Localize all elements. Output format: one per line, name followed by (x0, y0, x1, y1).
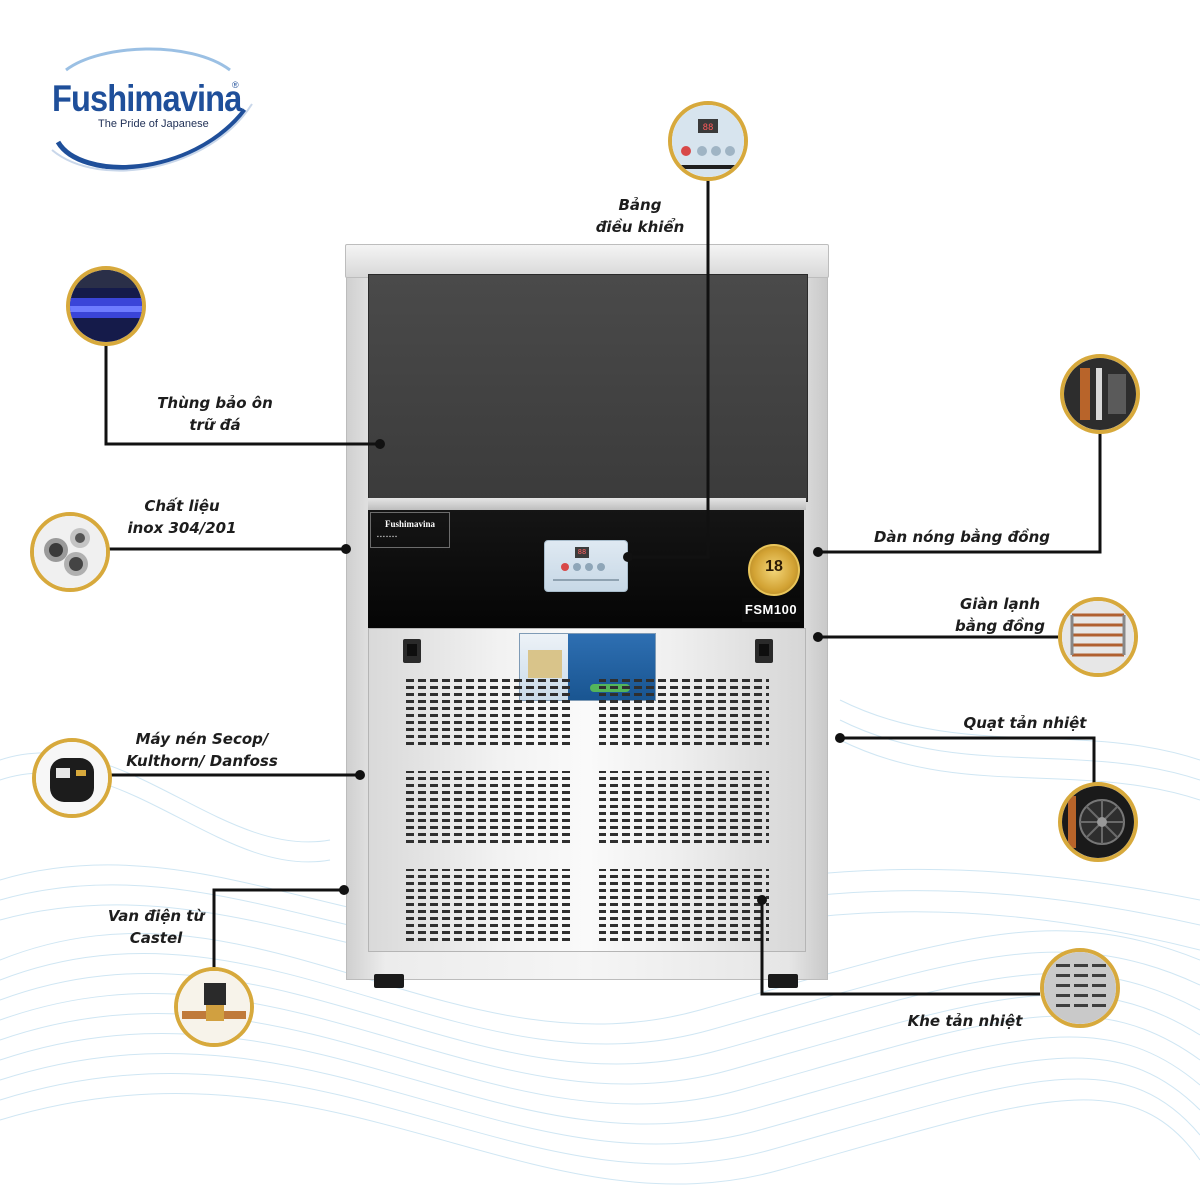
label-evaporator-line1: Giàn lạnh (959, 595, 1041, 613)
fan-thumb-icon (1058, 782, 1138, 862)
logo-tagline: The Pride of Japanese (98, 118, 209, 130)
label-storage-bin-line2: trữ đá (189, 416, 241, 434)
compressor-thumb-icon (32, 738, 112, 818)
control-panel[interactable]: 88 (544, 540, 628, 592)
label-fan: Quạt tản nhiệt (950, 712, 1100, 734)
door-lip (368, 498, 806, 510)
svg-text:88: 88 (703, 123, 714, 133)
right-handle[interactable] (755, 639, 773, 663)
condenser-thumb-icon (1060, 354, 1140, 434)
logo-wordmark: Fushimavina (52, 78, 242, 119)
model-plate: FSM100 (742, 598, 800, 622)
label-vents: Khe tản nhiệt (890, 1010, 1040, 1032)
power-button[interactable] (561, 563, 569, 571)
evaporator-thumb-icon (1058, 597, 1138, 677)
warranty-months: 18 (765, 558, 783, 575)
front-grille-panel (368, 628, 806, 952)
label-valve: Van điện từ Castel (96, 905, 216, 949)
vent-slots (405, 675, 769, 941)
label-condenser-line1: Dàn nóng bằng đồng (873, 528, 1051, 546)
logo-registered-mark: ® (232, 80, 239, 90)
control-caption-line (553, 579, 619, 581)
warranty-badge: 18 (748, 544, 800, 596)
valve-thumb-icon (174, 967, 254, 1047)
up-button[interactable] (585, 563, 593, 571)
sticker-image-icon (528, 650, 562, 678)
label-material-line1: Chất liệu (144, 497, 220, 515)
label-control-panel-line2: điều khiển (595, 218, 685, 236)
label-storage-bin: Thùng bảo ôn trữ đá (140, 392, 290, 436)
vents-thumb-icon (1040, 948, 1120, 1028)
storage-bin-door (368, 274, 808, 502)
label-valve-line2: Castel (129, 929, 183, 947)
steel-pipes-thumb-icon (30, 512, 110, 592)
label-material-line2: inox 304/201 (127, 519, 237, 537)
left-handle[interactable] (403, 639, 421, 663)
logo-swoosh-icon (51, 47, 253, 172)
panel-brand-plate: Fushimavina ▪ ▪ ▪ ▪ ▪ ▪ ▪ (370, 512, 450, 548)
foot-left (374, 974, 404, 988)
foot-right (768, 974, 798, 988)
label-storage-bin-line1: Thùng bảo ôn (157, 394, 273, 412)
label-evaporator-line2: bằng đồng (955, 617, 1045, 635)
down-button[interactable] (597, 563, 605, 571)
label-compressor: Máy nén Secop/ Kulthorn/ Danfoss (112, 728, 292, 772)
panel-brand-name: Fushimavina (385, 519, 436, 529)
label-vents-line1: Khe tản nhiệt (907, 1012, 1023, 1030)
panel-brand-sub-icon: ▪ ▪ ▪ ▪ ▪ ▪ ▪ (377, 535, 397, 540)
label-material: Chất liệu inox 304/201 (112, 495, 252, 539)
front-panel: Fushimavina ▪ ▪ ▪ ▪ ▪ ▪ ▪ 88 18 FSM100 (368, 510, 804, 628)
brand-logo: Fushimavina ® The Pride of Japanese (40, 40, 260, 180)
storage-bin-thumb-icon (66, 266, 146, 346)
label-compressor-line2: Kulthorn/ Danfoss (126, 752, 278, 770)
control-panel-thumb-icon: 88 (668, 101, 748, 181)
label-fan-line1: Quạt tản nhiệt (963, 714, 1087, 732)
label-valve-line1: Van điện từ (107, 907, 205, 925)
label-compressor-line1: Máy nén Secop/ (135, 730, 269, 748)
machine-lid (345, 244, 829, 278)
control-display: 88 (575, 547, 589, 558)
label-control-panel-line1: Bảng (618, 196, 662, 214)
mode-button[interactable] (573, 563, 581, 571)
label-condenser: Dàn nóng bằng đồng (862, 526, 1062, 548)
ice-machine: Fushimavina ▪ ▪ ▪ ▪ ▪ ▪ ▪ 88 18 FSM100 (340, 244, 830, 989)
label-evaporator: Giàn lạnh bằng đồng (940, 593, 1060, 637)
label-control-panel: Bảng điều khiển (580, 194, 700, 238)
